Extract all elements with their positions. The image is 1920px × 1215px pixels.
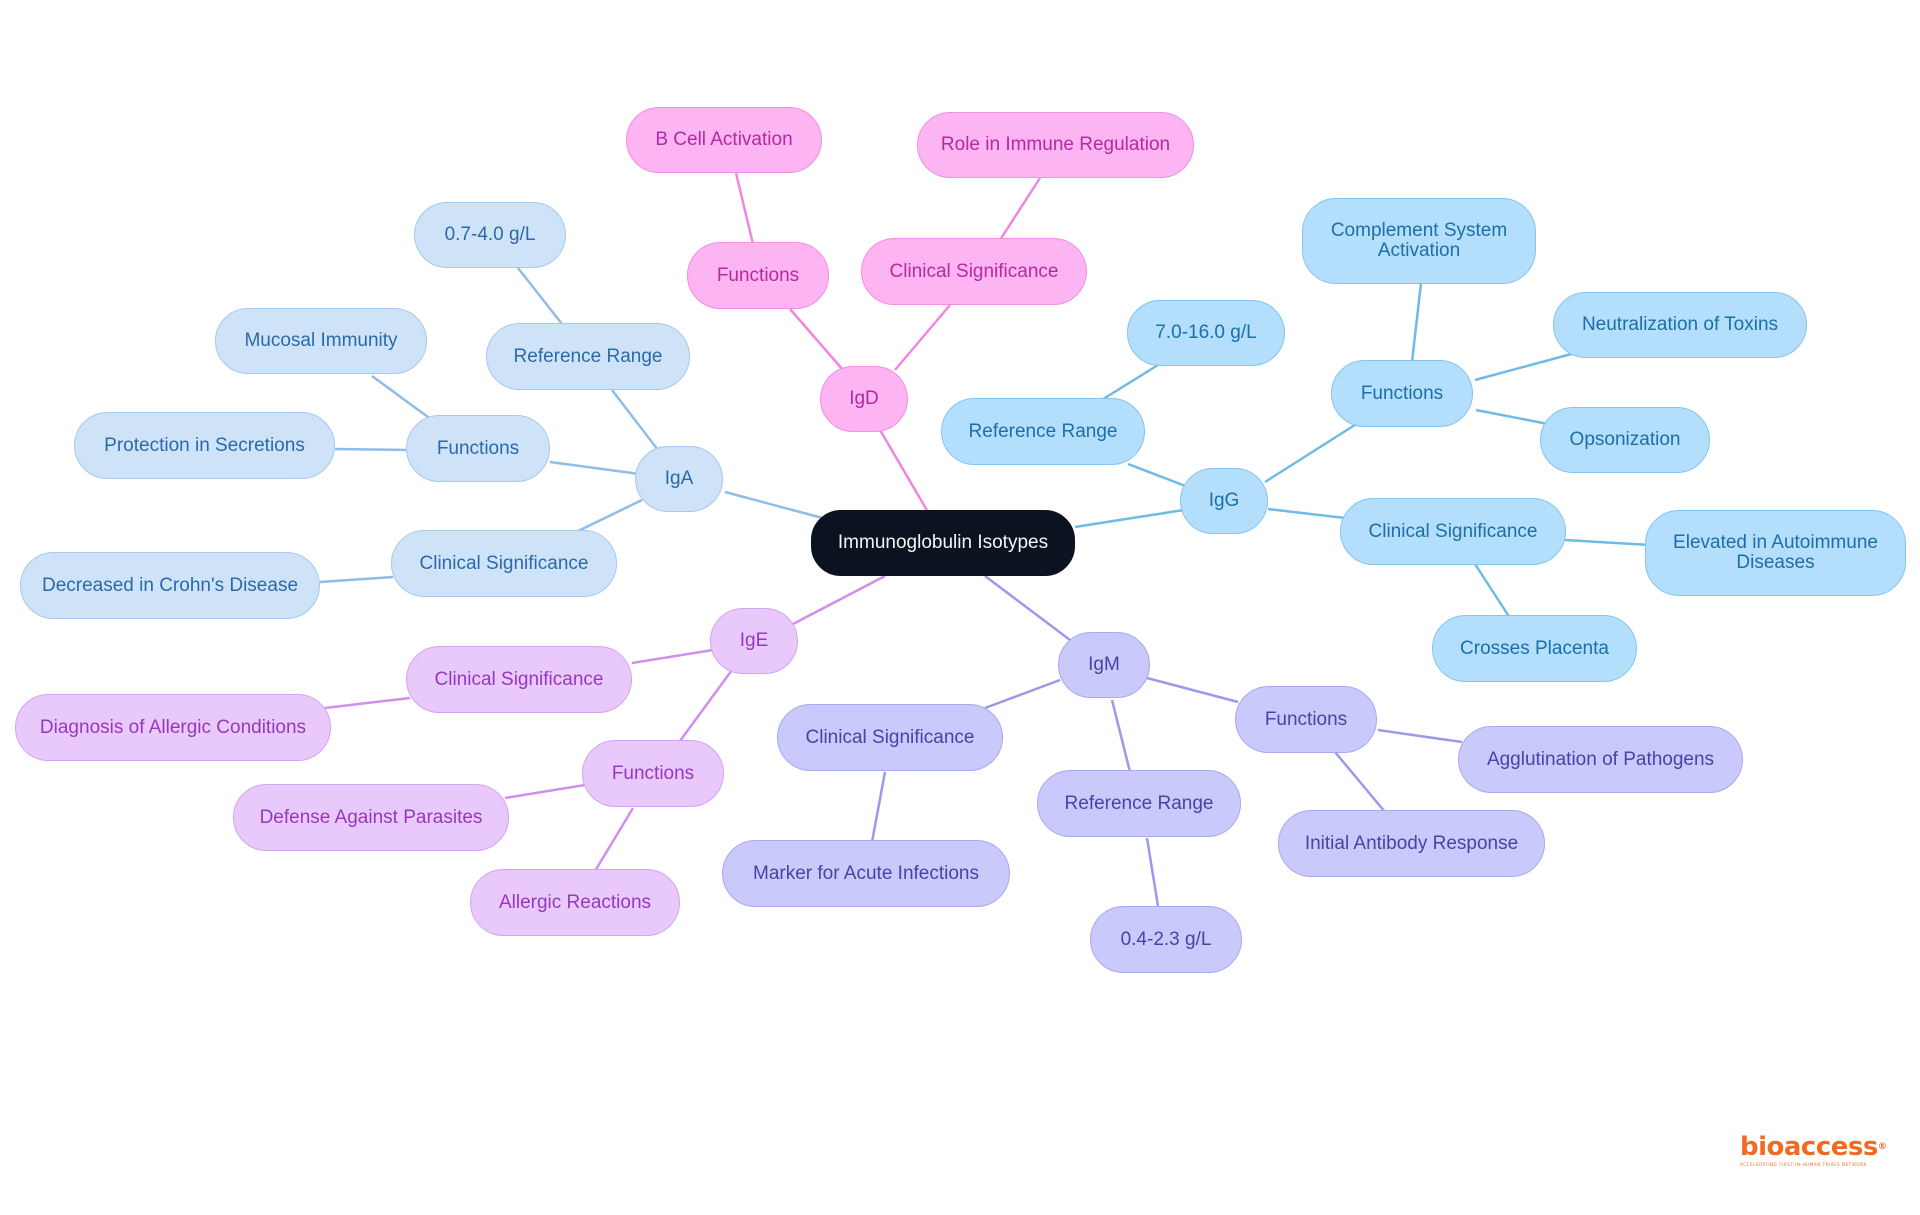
link-root-igm (984, 575, 1071, 641)
ige-clinical-allergic-diagnosis[interactable]: Diagnosis of Allergic Conditions (15, 694, 331, 761)
link-igg-functions-complement (1410, 282, 1423, 363)
link-root-igd (878, 429, 930, 513)
link-iga-clinical-crohn (319, 575, 394, 584)
logo-wordmark: bioaccess® (1740, 1132, 1887, 1162)
link-igg-functions (1264, 421, 1359, 484)
iga-node[interactable]: IgA (635, 446, 723, 512)
igg-function-complement-activation[interactable]: Complement System Activation (1302, 198, 1536, 284)
igg-clinical-autoimmune[interactable]: Elevated in Autoimmune Diseases (1645, 510, 1906, 596)
link-igd-clinical-regulation (998, 177, 1042, 241)
igm-function-initial-response[interactable]: Initial Antibody Response (1278, 810, 1545, 877)
igm-clinical-acute-infections[interactable]: Marker for Acute Infections (722, 840, 1010, 907)
igm-functions[interactable]: Functions (1235, 686, 1377, 753)
igd-clinical-significance[interactable]: Clinical Significance (861, 238, 1087, 305)
igm-clinical-significance[interactable]: Clinical Significance (777, 704, 1003, 771)
igm-reference-value[interactable]: 0.4-2.3 g/L (1090, 906, 1242, 973)
ige-function-allergic-reactions[interactable]: Allergic Reactions (470, 869, 680, 936)
link-iga-functions-secretions (334, 447, 409, 452)
link-root-ige (792, 574, 886, 626)
link-iga-reference-value (517, 267, 563, 325)
link-iga-reference (611, 389, 659, 451)
link-igg-functions-toxins (1474, 351, 1576, 382)
iga-function-mucosal-immunity[interactable]: Mucosal Immunity (215, 308, 427, 374)
link-ige-functions-parasites (504, 783, 586, 800)
link-igg-clinical-placenta (1473, 563, 1512, 619)
link-igm-functions-agglutination (1377, 728, 1463, 744)
root-node[interactable]: Immunoglobulin Isotypes (811, 510, 1075, 576)
igd-function-b-cell-activation[interactable]: B Cell Activation (626, 107, 822, 173)
igm-reference-range[interactable]: Reference Range (1037, 770, 1241, 837)
link-root-igg (1074, 507, 1191, 529)
igg-functions[interactable]: Functions (1331, 360, 1473, 427)
link-ige-functions (678, 669, 734, 742)
link-root-iga (724, 490, 831, 522)
link-igm-reference (1110, 699, 1132, 773)
link-iga-functions (549, 460, 641, 476)
link-ige-clinical-diagnosis (324, 696, 411, 710)
igd-functions[interactable]: Functions (687, 242, 829, 309)
link-ige-functions-allergic (593, 807, 635, 872)
igm-function-agglutination[interactable]: Agglutination of Pathogens (1458, 726, 1743, 793)
link-igg-clinical (1267, 507, 1346, 520)
iga-clinical-significance[interactable]: Clinical Significance (391, 530, 617, 597)
iga-clinical-crohns[interactable]: Decreased in Crohn's Disease (20, 552, 320, 619)
link-igd-functions-bcell (734, 172, 755, 245)
logo-tagline: ACCELERATING FIRST-IN-HUMAN TRIALS NETWO… (1740, 1162, 1867, 1167)
igd-node[interactable]: IgD (820, 366, 908, 432)
link-ige-clinical (631, 648, 714, 665)
link-igm-clinical-marker (870, 771, 887, 843)
link-iga-clinical (573, 498, 643, 535)
ige-functions[interactable]: Functions (582, 740, 724, 807)
igg-reference-range[interactable]: Reference Range (941, 398, 1145, 465)
bioaccess-logo: bioaccess® ACCELERATING FIRST-IN-HUMAN T… (1740, 1132, 1887, 1170)
igg-reference-value[interactable]: 7.0-16.0 g/L (1127, 300, 1285, 366)
igg-node[interactable]: IgG (1180, 468, 1268, 534)
igd-clinical-immune-regulation[interactable]: Role in Immune Regulation (917, 112, 1194, 178)
logo-registered-mark: ® (1877, 1142, 1887, 1152)
iga-function-protection-secretions[interactable]: Protection in Secretions (74, 412, 335, 479)
link-igg-clinical-autoimmune (1564, 538, 1651, 547)
link-igm-functions (1146, 676, 1239, 704)
link-igg-functions-opsonization (1475, 408, 1549, 426)
igg-function-neutralization-toxins[interactable]: Neutralization of Toxins (1553, 292, 1807, 358)
link-igd-clinical (894, 304, 951, 371)
ige-node[interactable]: IgE (710, 608, 798, 674)
link-igd-functions (789, 308, 844, 371)
logo-brand-text: bioaccess (1740, 1132, 1878, 1162)
iga-functions[interactable]: Functions (406, 415, 550, 482)
iga-reference-value[interactable]: 0.7-4.0 g/L (414, 202, 566, 268)
link-igg-reference (1127, 462, 1189, 489)
link-igm-reference-value (1145, 837, 1160, 907)
iga-reference-range[interactable]: Reference Range (486, 323, 690, 390)
ige-function-parasites[interactable]: Defense Against Parasites (233, 784, 509, 851)
link-igm-clinical (984, 678, 1061, 710)
igg-clinical-significance[interactable]: Clinical Significance (1340, 498, 1566, 565)
igg-function-opsonization[interactable]: Opsonization (1540, 407, 1710, 473)
link-igm-functions-initial (1334, 751, 1386, 813)
igm-node[interactable]: IgM (1058, 632, 1150, 698)
link-iga-functions-mucosal (371, 374, 433, 422)
link-igg-reference-value (1099, 363, 1159, 403)
ige-clinical-significance[interactable]: Clinical Significance (406, 646, 632, 713)
igg-clinical-crosses-placenta[interactable]: Crosses Placenta (1432, 615, 1637, 682)
